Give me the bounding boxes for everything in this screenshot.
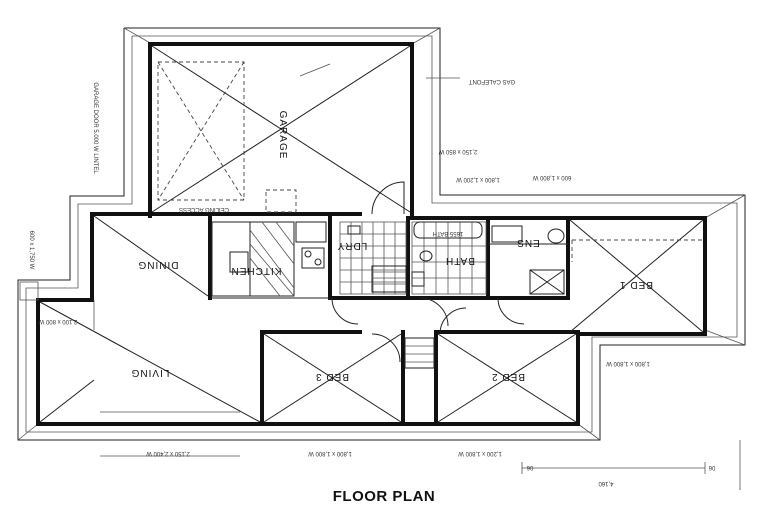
dining-living-room — [19, 215, 261, 423]
garage-label: GARAGE — [277, 111, 288, 160]
window-top-1-note: 2,150 x 850 W — [438, 148, 477, 154]
dimension-lines — [100, 440, 741, 490]
hallway — [331, 297, 525, 369]
bottom-dimension-label: 4,160 — [598, 480, 614, 486]
ceiling-access-note: CEILING ACCESS — [179, 206, 229, 212]
bed-2-label: BED 2 — [491, 371, 525, 382]
dimension-mark-1: 06 — [526, 464, 533, 470]
bath-size-note: 1655 BATH — [433, 230, 464, 236]
window-bottom-1-note: 2,150 x 2,400 W — [146, 450, 190, 456]
external-walls — [36, 42, 707, 426]
garage-door-note: GARAGE DOOR 5.000 W LINTEL — [92, 82, 98, 174]
dining-label: DINING — [138, 259, 179, 270]
bed-3-label: BED 3 — [315, 371, 349, 382]
window-bottom-3-note: 1,200 x 1,800 W — [458, 450, 502, 456]
window-bottom-2-note: 1,800 x 1,800 W — [308, 450, 352, 456]
laundry-label: LDRY — [337, 240, 368, 251]
internal-walls — [208, 216, 580, 426]
wet-area-tiles — [339, 221, 568, 295]
kitchen-label: KITCHEN — [231, 265, 282, 276]
window-right-note: 1,800 x 1,800 W — [606, 360, 650, 366]
living-label: LIVING — [131, 367, 170, 378]
garage-room — [151, 45, 460, 215]
kitchen-room — [211, 221, 327, 297]
bed-1-room — [569, 219, 704, 333]
dimension-mark-2: 06 — [708, 464, 715, 470]
window-left-small-note: 600 x 1,750 W — [28, 231, 34, 270]
floor-plan-title: FLOOR PLAN — [332, 488, 436, 505]
window-left-note: 2,100 x 800 W — [38, 318, 77, 324]
ensuite-label: ENS — [516, 237, 540, 248]
bed-2-room — [437, 307, 577, 423]
window-top-3-note: 600 x 1,800 W — [532, 174, 571, 180]
bath-label: BATH — [445, 255, 475, 266]
bed-1-label: BED 1 — [619, 279, 653, 290]
bed-3-room — [263, 333, 402, 423]
roof-outline — [17, 27, 746, 441]
window-top-2-note: 1,800 x 1,200 W — [456, 176, 500, 182]
gas-calefont-note: GAS CALEFONT — [468, 78, 515, 84]
